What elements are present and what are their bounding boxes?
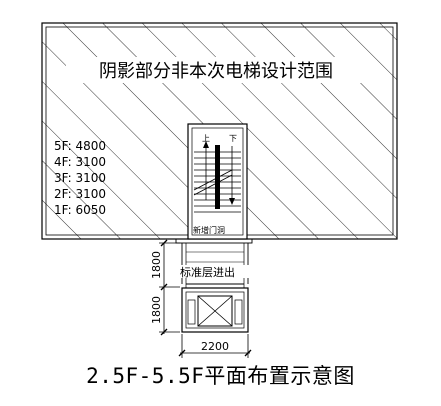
entrance-label: 标准层进出 xyxy=(180,265,235,279)
stair-up-label: 上 xyxy=(202,134,210,143)
dim-width: 2200 xyxy=(201,340,229,353)
floor-height-5f: 5F: 4800 xyxy=(54,139,106,153)
floor-height-2f: 2F: 3100 xyxy=(54,187,106,201)
floor-height-4f: 4F: 3100 xyxy=(54,155,106,169)
dim-upper: 1800 xyxy=(150,251,163,279)
dim-lower: 1800 xyxy=(150,296,163,324)
stairwell xyxy=(187,123,248,240)
drawing-caption: 2.5F-5.5F平面布置示意图 xyxy=(86,364,355,388)
floor-height-3f: 3F: 3100 xyxy=(54,171,106,185)
shaded-area-label-bg xyxy=(66,57,366,83)
elevator-shaft xyxy=(181,284,249,333)
new-door-label: 新增门洞 xyxy=(193,225,225,235)
floor-heights-list: 5F: 4800 4F: 3100 3F: 3100 2F: 3100 1F: … xyxy=(54,139,106,217)
entrance-label-bg xyxy=(178,265,256,278)
floor-plan-drawing: 阴影部分非本次电梯设计范围 5F: 4800 4F: 3100 3F: 3100… xyxy=(41,22,398,358)
horizontal-dimension xyxy=(178,334,252,358)
shaded-area-label: 阴影部分非本次电梯设计范围 xyxy=(99,61,333,82)
vertical-dimension xyxy=(159,239,180,336)
floor-height-1f: 1F: 6050 xyxy=(54,203,106,217)
stair-down-label: 下 xyxy=(229,134,237,143)
